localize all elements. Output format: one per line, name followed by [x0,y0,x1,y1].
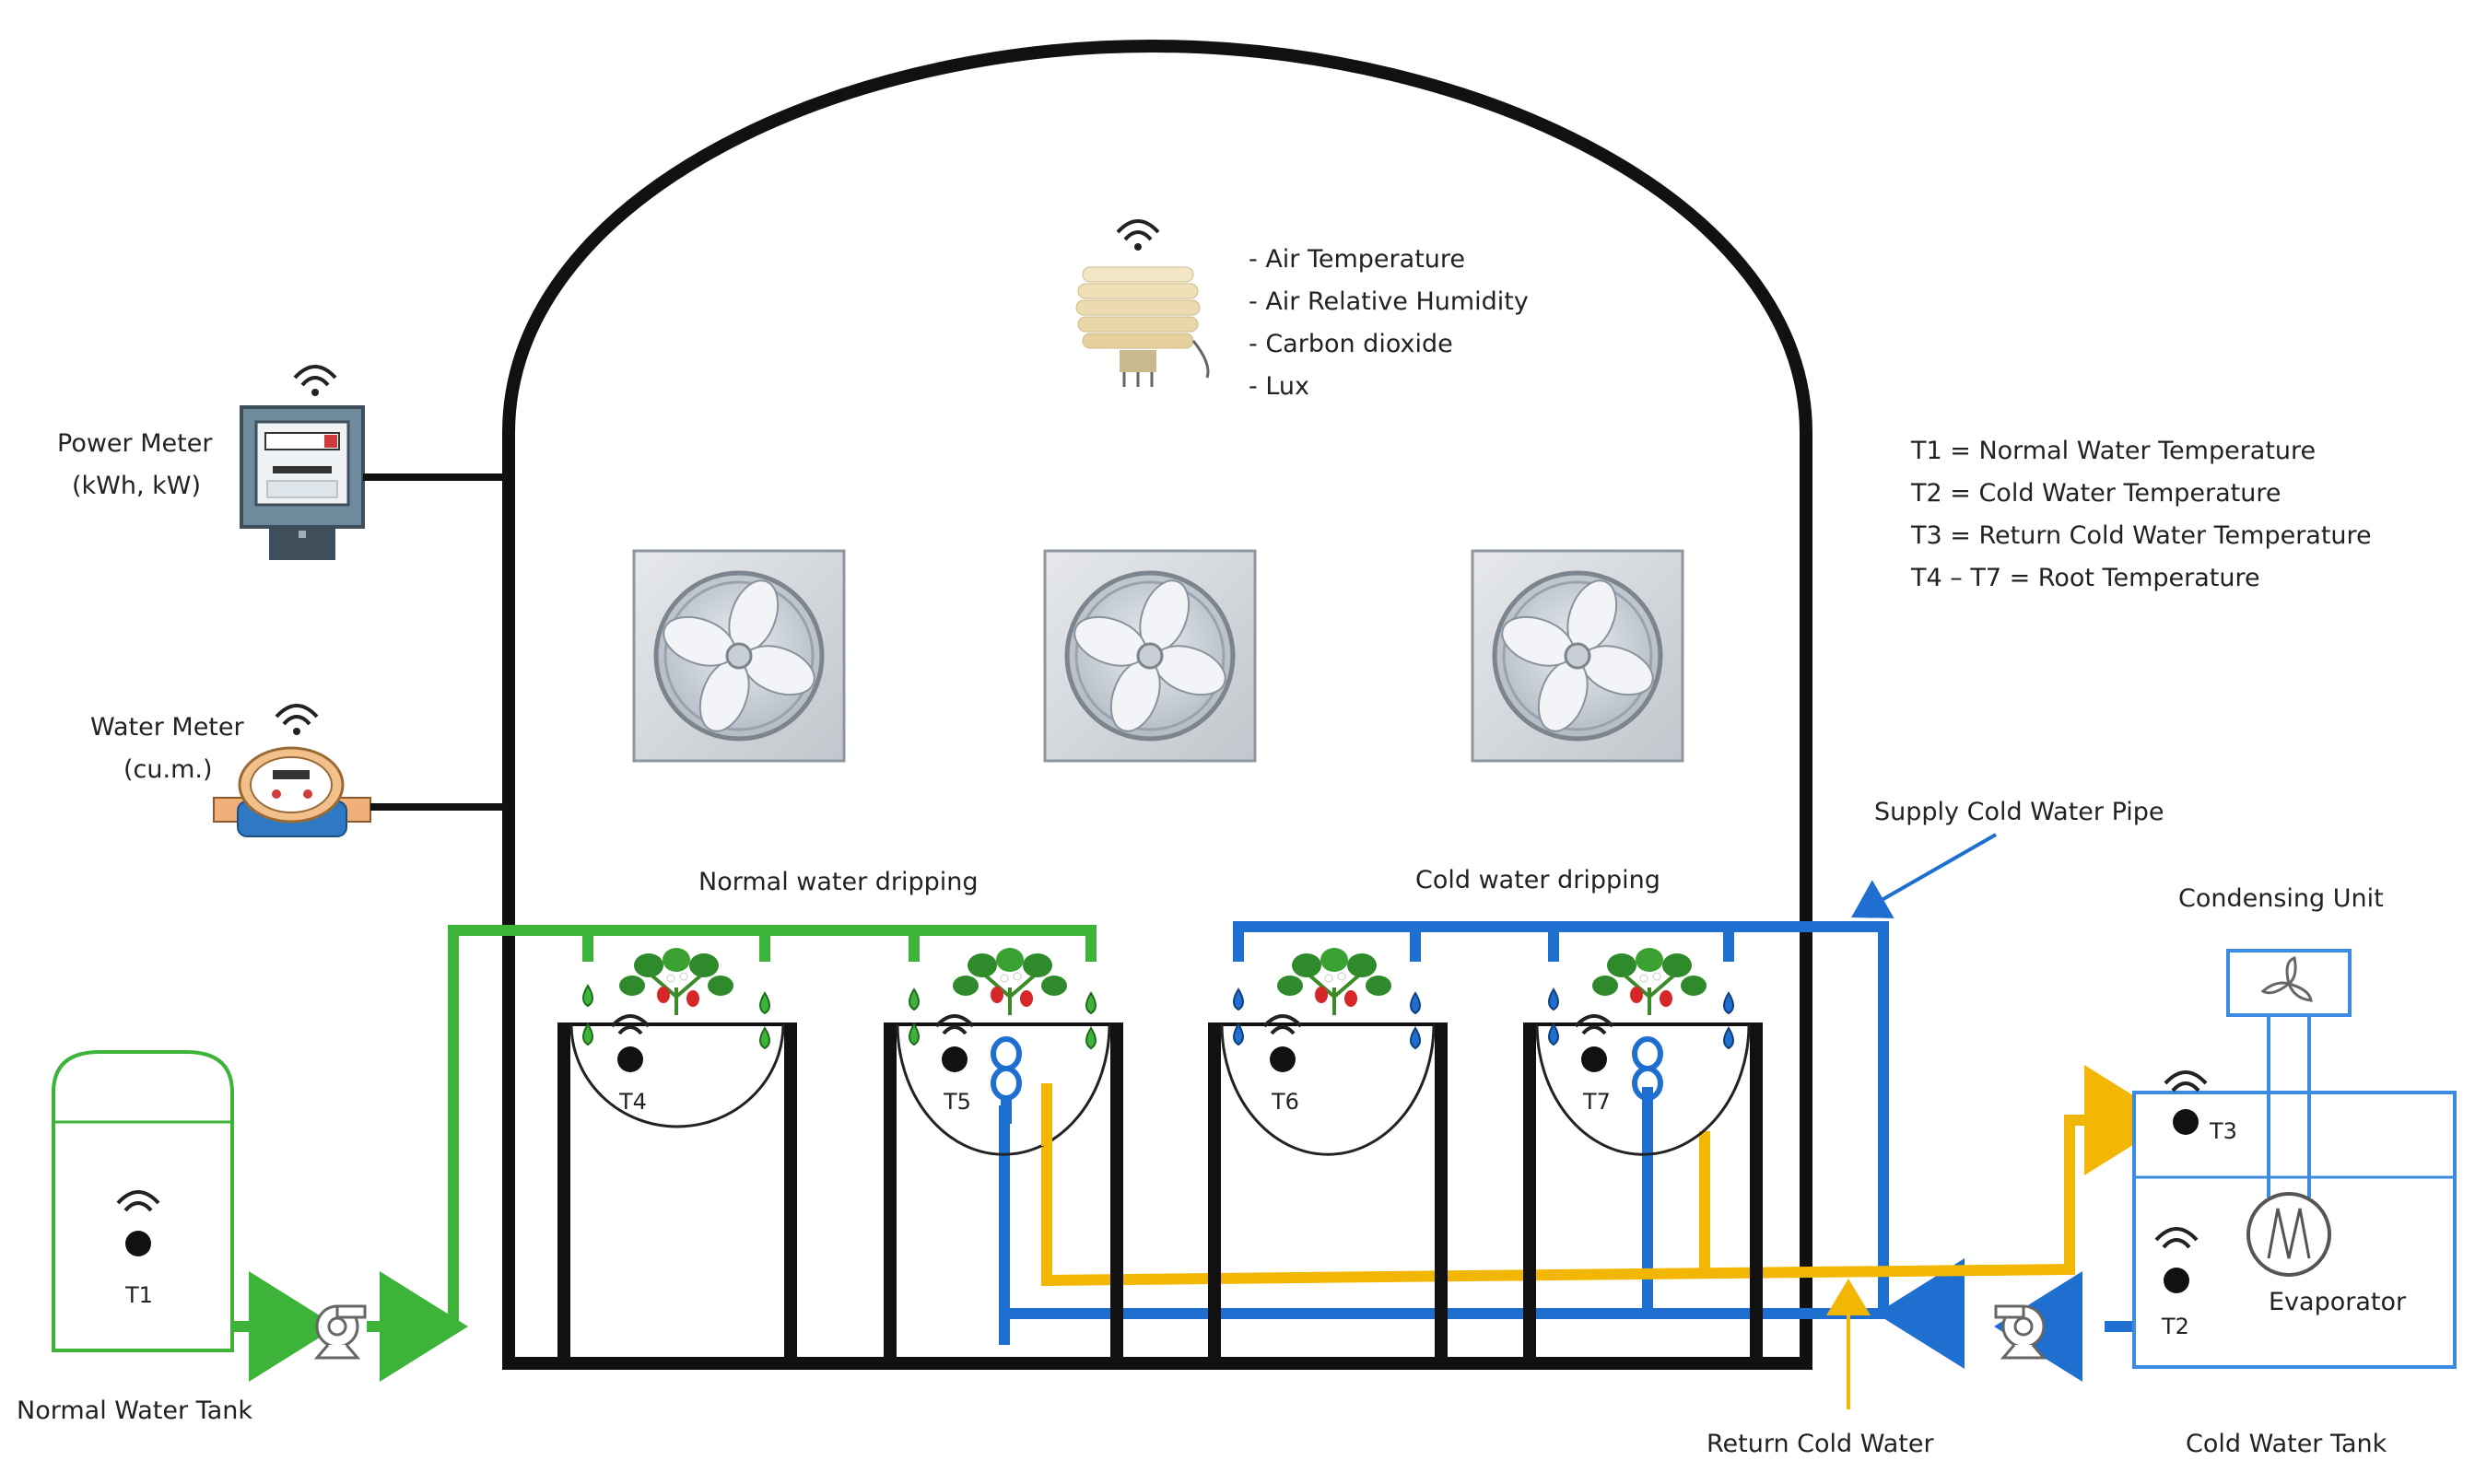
sensor-t7-label: T7 [1582,1089,1611,1115]
water-meter-label: Water Meter [90,713,245,742]
wifi-icon [1262,1014,1303,1035]
cold-supply-pipe [1233,921,1889,1315]
return-cold-water-pipe [1041,1065,2173,1287]
power-meter-icon [240,405,365,560]
legend-t3: T3 = Return Cold Water Temperature [1910,521,2372,550]
condensing-unit: Condensing Unit [2178,884,2384,1198]
zone-normal-label: Normal water dripping [698,868,979,896]
sensor-t3-label: T3 [2209,1118,2237,1144]
wifi-icon [275,704,319,735]
radiation-shield-icon [1075,266,1210,387]
wifi-icon [2154,1227,2199,1249]
plant-bed-3 [1208,1022,1448,1363]
sensor-t7: T7 [1574,1014,1614,1115]
wifi-icon [116,1190,160,1212]
return-pipe-label: Return Cold Water [1707,1430,1934,1458]
zone-cold-label: Cold water dripping [1415,866,1660,894]
water-meter-icon [213,746,371,837]
legend: T1 = Normal Water Temperature T2 = Cold … [1910,437,2372,592]
cooling-coil-bed-2 [991,1036,1022,1101]
power-meter-label: Power Meter [57,429,213,458]
sensor-t4: T4 [610,1014,651,1115]
env-param-1: - Air Temperature [1249,245,1465,274]
fan-2 [1043,549,1257,763]
plant-bed-1 [557,1022,797,1363]
water-meter: Water Meter (cu.m.) [90,704,509,837]
normal-tank-label: Normal Water Tank [17,1396,252,1425]
plant-bed-4 [1523,1022,1763,1363]
wifi-icon [934,1014,975,1035]
env-param-4: - Lux [1249,372,1309,401]
cold-water-tank: Condensing Unit Evaporator T3 T2 Co [2132,884,2457,1458]
condensing-unit-label: Condensing Unit [2178,884,2384,913]
normal-water-tank: T1 Normal Water Tank [17,1050,252,1425]
strawberry-plant-1 [619,948,733,1015]
wifi-icon [1116,219,1160,251]
sensor-t6: T6 [1262,1014,1303,1115]
fan-3 [1471,549,1684,763]
pump-icon [1994,1304,2047,1360]
fan-1 [632,549,846,763]
strawberry-plant-4 [1592,948,1707,1015]
sensor-t6-label: T6 [1271,1089,1299,1115]
cold-distribution-pipe [999,1087,2134,1382]
evaporator-label: Evaporator [2269,1288,2407,1316]
strawberry-plant-3 [1277,948,1391,1015]
normal-water-drippers [582,984,1097,1050]
plant-bed-2 [884,1022,1123,1363]
power-meter-units-text: (kWh, kW) [72,472,201,500]
power-meter: Power Meter (kWh, kW) [57,365,509,560]
sensor-t5: T5 [934,1014,975,1115]
fan-icon [663,579,815,732]
legend-t1: T1 = Normal Water Temperature [1910,437,2316,465]
env-param-3: - Carbon dioxide [1249,330,1453,358]
wifi-icon [293,365,337,396]
normal-water-pipe [232,925,1097,1382]
wifi-icon [1574,1014,1614,1035]
condenser-fan-icon [2260,956,2313,1002]
legend-t2: T2 = Cold Water Temperature [1910,479,2281,508]
legend-t4-t7: T4 – T7 = Root Temperature [1910,564,2260,592]
cold-water-drippers [1233,987,1734,1050]
environment-sensor: - Air Temperature - Air Relative Humidit… [1075,219,1529,401]
sensor-t4-label: T4 [618,1089,647,1115]
supply-pipe-label: Supply Cold Water Pipe [1874,798,2164,826]
evaporator-icon [2246,1192,2331,1277]
wifi-icon [610,1014,651,1035]
strawberry-plant-2 [953,948,1067,1015]
supply-pipe-callout: Supply Cold Water Pipe [1851,798,2164,918]
greenhouse-outline [502,39,1812,1370]
return-pipe-callout: Return Cold Water [1707,1279,1934,1458]
sensor-t2-label: T2 [2161,1314,2189,1339]
fan-icon [1073,579,1226,732]
cold-tank-label: Cold Water Tank [2186,1430,2387,1458]
sensor-t5-label: T5 [943,1089,971,1115]
water-meter-units: (cu.m.) [123,755,213,784]
env-param-2: - Air Relative Humidity [1249,287,1529,316]
fan-icon [1501,579,1654,732]
pump-icon [313,1304,367,1360]
wifi-icon [2164,1070,2208,1093]
sensor-t1-label: T1 [124,1282,153,1308]
